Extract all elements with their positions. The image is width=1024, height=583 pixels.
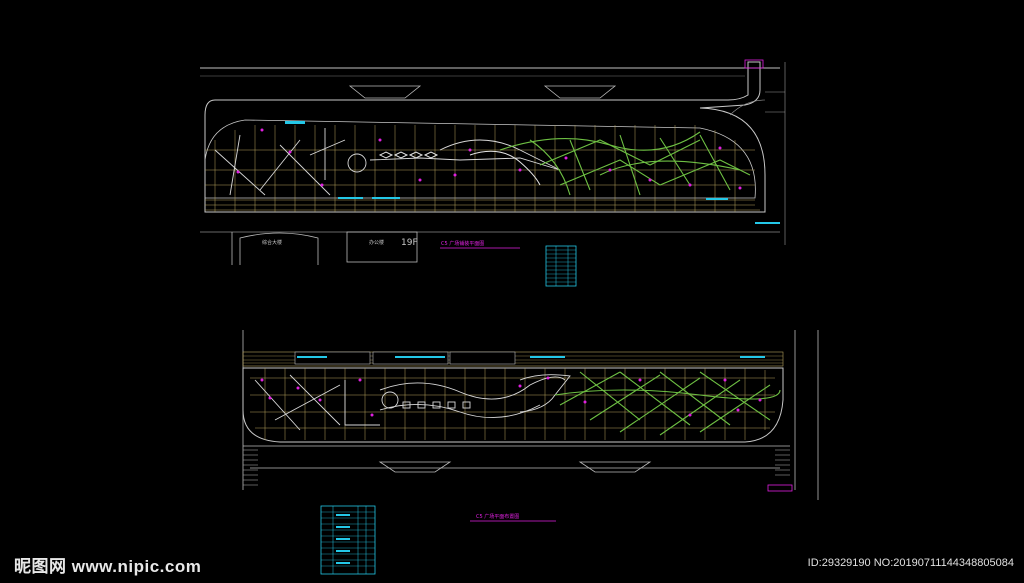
image-id-watermark: ID:29329190 NO:20190711144348805084	[807, 557, 1014, 569]
nipic-watermark: 昵图网 www.nipic.com	[14, 557, 202, 576]
bottom-plan: C5 广场平面布置图	[242, 330, 819, 575]
legend-table-top	[545, 245, 577, 287]
building-b-label: 办公楼	[369, 239, 384, 246]
plan2-title: C5 广场平面布置图	[476, 513, 519, 520]
floor-tag: 19F	[401, 238, 418, 248]
plan1-title: C5 广场铺装平面图	[441, 240, 484, 247]
legend-table-bottom	[320, 505, 376, 575]
building-a-label: 综合大楼	[262, 239, 282, 246]
top-plan: 综合大楼 办公楼 19F C5 广场铺装平面图	[200, 59, 786, 287]
